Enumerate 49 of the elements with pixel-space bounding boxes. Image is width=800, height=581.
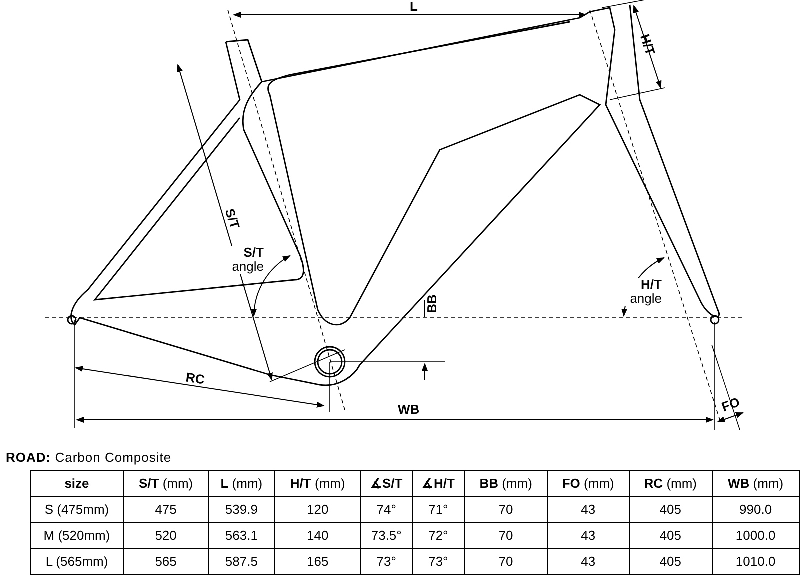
- column-header: L (mm): [208, 470, 275, 496]
- table-cell: 43: [547, 496, 630, 522]
- table-cell: 72°: [412, 522, 465, 548]
- column-header: H/T (mm): [274, 470, 361, 496]
- table-cell: 73.5°: [360, 522, 412, 548]
- table-cell: 43: [547, 522, 630, 548]
- table-cell: 405: [629, 548, 712, 574]
- table-cell: 70: [464, 522, 548, 548]
- table-cell: 140: [274, 522, 361, 548]
- dimension-label: WB: [398, 403, 420, 417]
- table-cell: 563.1: [208, 522, 275, 548]
- dimension-label: BB: [425, 294, 440, 314]
- row-header: L (565mm): [30, 548, 124, 574]
- table-cell: 990.0: [712, 496, 800, 522]
- column-header: RC (mm): [629, 470, 712, 496]
- table-cell: 405: [629, 522, 712, 548]
- table-cell: 1010.0: [712, 548, 800, 574]
- table-cell: 43: [547, 548, 630, 574]
- dimension-label: H/T: [638, 32, 658, 58]
- table-cell: 405: [629, 496, 712, 522]
- angle-label: H/T angle: [622, 278, 662, 306]
- dimension-label: S/T: [222, 207, 242, 231]
- table-cell: 165: [274, 548, 361, 574]
- table-cell: 520: [124, 522, 209, 548]
- table-cell: 565: [124, 548, 209, 574]
- table-cell: 73°: [412, 548, 465, 574]
- row-header: M (520mm): [30, 522, 124, 548]
- column-header: FO (mm): [547, 470, 630, 496]
- column-header: ∡S/T: [360, 470, 412, 496]
- row-header: S (475mm): [30, 496, 124, 522]
- title: ROAD: Carbon Composite: [6, 450, 172, 465]
- table-cell: 71°: [412, 496, 465, 522]
- table-cell: 70: [464, 548, 548, 574]
- table-cell: 120: [274, 496, 361, 522]
- table-cell: 70: [464, 496, 548, 522]
- table-cell: 475: [124, 496, 209, 522]
- column-header: WB (mm): [712, 470, 800, 496]
- table-cell: 74°: [360, 496, 412, 522]
- column-header: S/T (mm): [124, 470, 209, 496]
- dimension-label: RC: [185, 370, 206, 388]
- dimension-label: L: [410, 0, 418, 14]
- table-cell: 539.9: [208, 496, 275, 522]
- table-cell: 587.5: [208, 548, 275, 574]
- column-header: size: [30, 470, 124, 496]
- dimension-label: FO: [720, 395, 742, 415]
- table-cell: 1000.0: [712, 522, 800, 548]
- column-header: BB (mm): [464, 470, 548, 496]
- table-cell: 73°: [360, 548, 412, 574]
- column-header: ∡H/T: [412, 470, 465, 496]
